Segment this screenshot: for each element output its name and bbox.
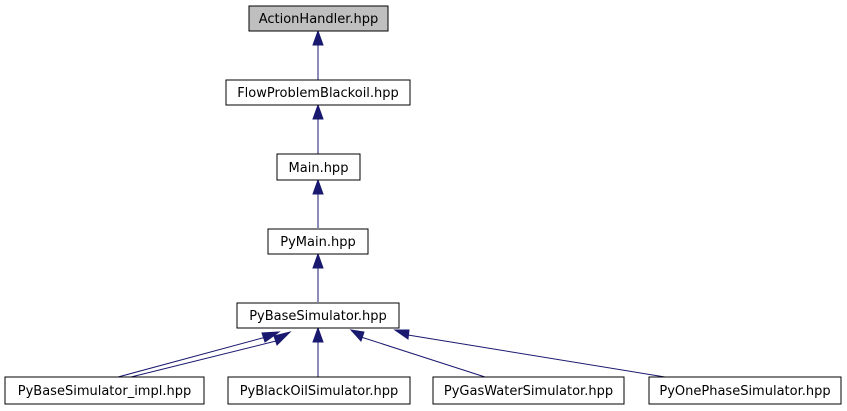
edge-impl-to-pybasesimulator-a [117,331,281,378]
arrowhead-icon [312,178,324,195]
arrowhead-icon [312,252,324,269]
edge-pybasesimulator-to-pymain [312,252,324,302]
node-py-base-simulator-impl[interactable]: PyBaseSimulator_impl.hpp [4,376,205,405]
node-py-black-oil-simulator[interactable]: PyBlackOilSimulator.hpp [227,376,411,405]
edge-flowproblem-to-actionhandler [312,29,324,80]
edge-impl-to-pybasesimulator-b [130,331,292,378]
node-label: FlowProblemBlackoil.hpp [237,86,399,101]
arrowhead-icon [312,103,324,120]
node-label: PyBaseSimulator.hpp [249,309,387,324]
arrowhead-icon [273,331,292,346]
node-label: PyBaseSimulator_impl.hpp [18,384,191,399]
node-label: PyGasWaterSimulator.hpp [444,384,613,399]
arrowhead-icon [261,331,281,343]
node-main[interactable]: Main.hpp [276,153,361,181]
node-py-base-simulator[interactable]: PyBaseSimulator.hpp [236,302,400,329]
node-action-handler[interactable]: ActionHandler.hpp [248,5,389,32]
node-flow-problem-blackoil[interactable]: FlowProblemBlackoil.hpp [225,79,411,106]
edge-main-to-flowproblem [312,103,324,154]
node-label: ActionHandler.hpp [259,12,379,27]
node-py-gas-water-simulator[interactable]: PyGasWaterSimulator.hpp [432,376,625,405]
node-label: PyMain.hpp [280,235,355,250]
arrowhead-icon [312,29,324,46]
node-label: PyBlackOilSimulator.hpp [240,384,399,399]
node-py-main[interactable]: PyMain.hpp [267,228,369,255]
edge-gaswater-to-pybasesimulator [349,329,486,378]
node-label: Main.hpp [289,161,349,176]
edge-blackoil-to-pybasesimulator [312,326,324,377]
arrowhead-icon [349,329,365,342]
arrowhead-icon [393,329,410,340]
arrowhead-icon [312,326,324,343]
edge-onephase-to-pybasesimulator [393,329,666,378]
node-py-one-phase-simulator[interactable]: PyOnePhaseSimulator.hpp [648,376,842,405]
node-label: PyOnePhaseSimulator.hpp [659,384,830,399]
edge-pymain-to-main [312,178,324,228]
